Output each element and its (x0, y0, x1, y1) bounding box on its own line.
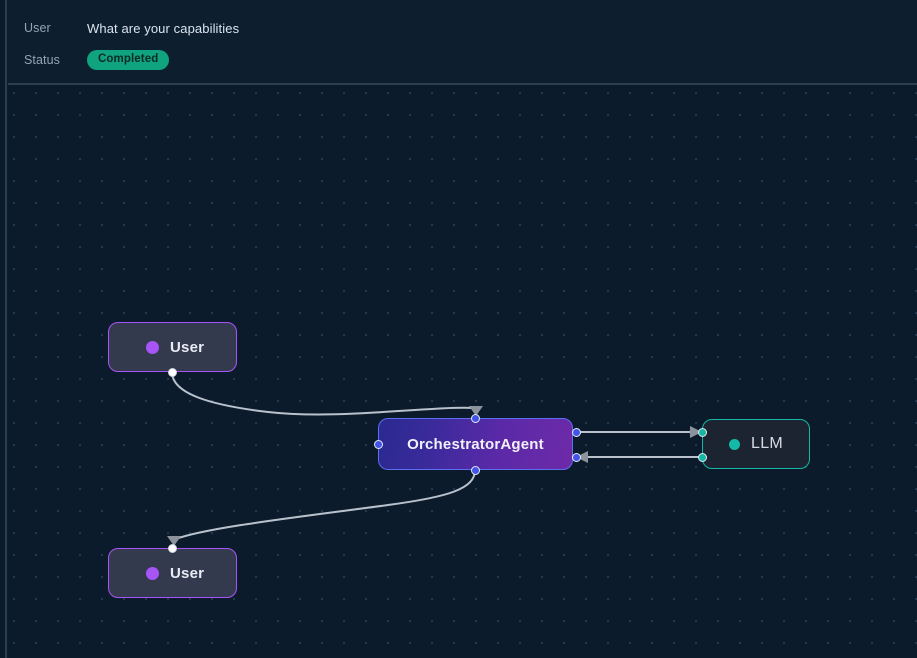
user-status-dot (146, 340, 159, 354)
node-orchestrator-label: OrchestratorAgent (407, 435, 544, 453)
graph-canvas[interactable]: User OrchestratorAgent LLM User (8, 85, 917, 658)
user-prompt-row: User What are your capabilities (24, 16, 917, 40)
node-user-bottom-label: User (170, 564, 205, 582)
run-summary-header: User What are your capabilities Status C… (8, 0, 917, 85)
handle-orchestrator-right-in[interactable] (572, 453, 581, 462)
edge-orchestrator-to-user-bottom (175, 469, 476, 540)
node-llm[interactable]: LLM (702, 419, 810, 469)
user-status-dot (146, 566, 159, 580)
node-user-top[interactable]: User (108, 322, 237, 372)
llm-status-dot (729, 438, 740, 450)
status-label: Status (24, 53, 61, 67)
status-badge: Completed (87, 49, 170, 71)
handle-orchestrator-right-out[interactable] (572, 428, 581, 437)
node-user-top-label: User (170, 338, 205, 356)
user-prompt-value: What are your capabilities (87, 20, 240, 36)
node-user-bottom[interactable]: User (108, 548, 237, 598)
handle-orchestrator-left[interactable] (374, 440, 383, 449)
handle-orchestrator-bottom[interactable] (471, 466, 480, 475)
handle-llm-left-out[interactable] (698, 453, 707, 462)
handle-user-bottom-target[interactable] (168, 544, 177, 553)
handle-user-top-source[interactable] (168, 368, 177, 377)
node-orchestrator[interactable]: OrchestratorAgent (378, 418, 573, 470)
handle-llm-left-in[interactable] (698, 428, 707, 437)
user-prompt-label: User (24, 21, 51, 35)
handle-orchestrator-top[interactable] (471, 414, 480, 423)
edge-user-top-to-orchestrator (171, 371, 475, 416)
status-row: Status Completed (24, 48, 917, 72)
node-llm-label: LLM (751, 435, 784, 452)
left-rail-divider (5, 0, 7, 658)
